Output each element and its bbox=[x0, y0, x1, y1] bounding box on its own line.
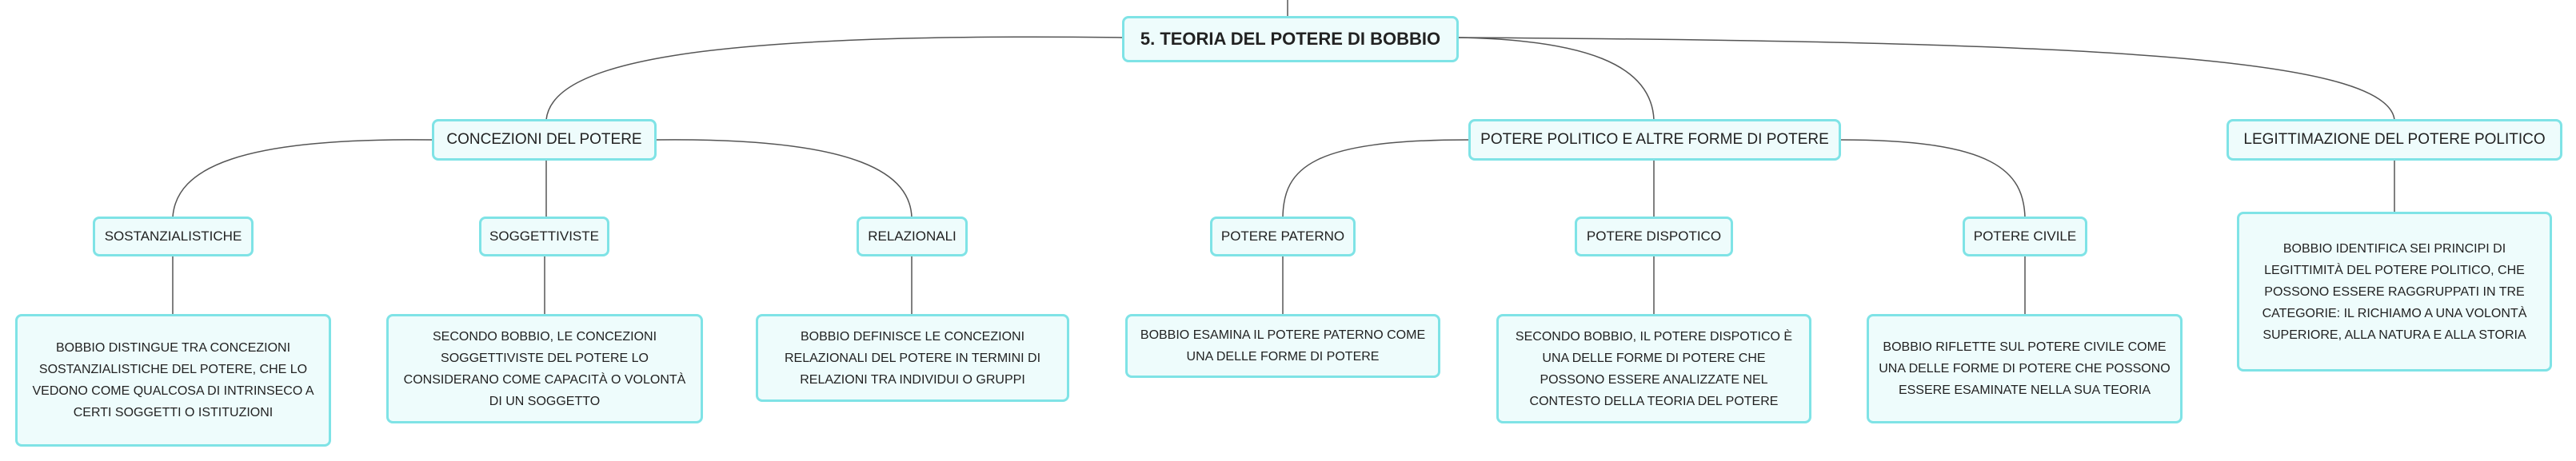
topic-label: POTERE PATERNO bbox=[1220, 229, 1345, 244]
topic-label: SOSTANZIALISTICHE bbox=[104, 229, 242, 244]
topic-sostanzialistiche[interactable]: SOSTANZIALISTICHE bbox=[93, 217, 254, 256]
description-potere-paterno[interactable]: BOBBIO ESAMINA IL POTERE PATERNO COME UN… bbox=[1125, 314, 1440, 378]
description-text: BOBBIO RIFLETTE SUL POTERE CIVILE COME U… bbox=[1879, 340, 2171, 397]
topic-potere-dispotico[interactable]: POTERE DISPOTICO bbox=[1575, 217, 1733, 256]
branch-label: POTERE POLITICO E ALTRE FORME DI POTERE bbox=[1480, 131, 1829, 148]
root-topic[interactable]: 5. TEORIA DEL POTERE DI BOBBIO bbox=[1122, 16, 1459, 62]
branch-label: CONCEZIONI DEL POTERE bbox=[446, 131, 642, 148]
description-soggettiviste[interactable]: SECONDO BOBBIO, LE CONCEZIONI SOGGETTIVI… bbox=[386, 314, 703, 423]
topic-potere-paterno[interactable]: POTERE PATERNO bbox=[1210, 217, 1356, 256]
description-text: BOBBIO DISTINGUE TRA CONCEZIONI SOSTANZI… bbox=[32, 341, 314, 419]
root-topic-label: 5. TEORIA DEL POTERE DI BOBBIO bbox=[1140, 29, 1441, 49]
topic-label: SOGGETTIVISTE bbox=[489, 229, 599, 244]
topic-potere-civile[interactable]: POTERE CIVILE bbox=[1963, 217, 2087, 256]
branch-potere-politico[interactable]: POTERE POLITICO E ALTRE FORME DI POTERE bbox=[1468, 119, 1841, 161]
description-text: BOBBIO DEFINISCE LE CONCEZIONI RELAZIONA… bbox=[784, 329, 1041, 387]
topic-soggettiviste[interactable]: SOGGETTIVISTE bbox=[479, 217, 609, 256]
description-legittimazione[interactable]: BOBBIO IDENTIFICA SEI PRINCIPI DI LEGITT… bbox=[2237, 212, 2552, 372]
topic-relazionali[interactable]: RELAZIONALI bbox=[857, 217, 968, 256]
description-text: BOBBIO IDENTIFICA SEI PRINCIPI DI LEGITT… bbox=[2262, 241, 2527, 342]
branch-label: LEGITTIMAZIONE DEL POTERE POLITICO bbox=[2243, 131, 2546, 148]
description-sostanzialistiche[interactable]: BOBBIO DISTINGUE TRA CONCEZIONI SOSTANZI… bbox=[15, 314, 331, 447]
description-potere-dispotico[interactable]: SECONDO BOBBIO, IL POTERE DISPOTICO È UN… bbox=[1496, 314, 1811, 423]
topic-label: RELAZIONALI bbox=[868, 229, 957, 244]
description-text: BOBBIO ESAMINA IL POTERE PATERNO COME UN… bbox=[1140, 328, 1426, 364]
description-relazionali[interactable]: BOBBIO DEFINISCE LE CONCEZIONI RELAZIONA… bbox=[756, 314, 1069, 402]
topic-label: POTERE DISPOTICO bbox=[1586, 229, 1722, 244]
description-potere-civile[interactable]: BOBBIO RIFLETTE SUL POTERE CIVILE COME U… bbox=[1867, 314, 2183, 423]
description-text: SECONDO BOBBIO, LE CONCEZIONI SOGGETTIVI… bbox=[403, 329, 686, 408]
branch-legittimazione[interactable]: LEGITTIMAZIONE DEL POTERE POLITICO bbox=[2227, 119, 2562, 161]
topic-label: POTERE CIVILE bbox=[1973, 229, 2077, 244]
description-text: SECONDO BOBBIO, IL POTERE DISPOTICO È UN… bbox=[1515, 329, 1793, 408]
branch-concezioni-del-potere[interactable]: CONCEZIONI DEL POTERE bbox=[432, 119, 657, 161]
